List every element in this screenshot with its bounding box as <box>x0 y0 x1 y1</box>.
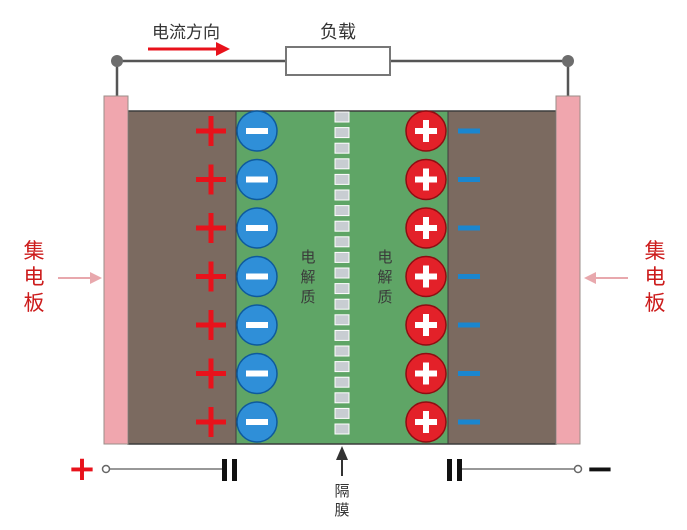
separator-segment <box>334 142 350 154</box>
separator-pointer <box>336 446 348 476</box>
electrode-positive-charge <box>196 116 226 146</box>
separator-label: 隔 膜 <box>334 482 349 519</box>
electrode-positive-charge <box>196 213 226 243</box>
collector-label-left: 集 电 板 <box>24 239 45 315</box>
svg-text:解: 解 <box>377 268 392 286</box>
separator-segment <box>334 205 350 217</box>
collector-plate-left <box>103 95 129 445</box>
cation-charge <box>405 207 447 249</box>
separator-segment <box>334 189 350 201</box>
electrode-negative-charge <box>458 177 480 182</box>
electrode-positive-charge <box>196 164 226 195</box>
svg-text:隔: 隔 <box>334 482 349 500</box>
separator-segment <box>334 127 350 139</box>
separator-segment <box>334 423 350 435</box>
wire-node-left <box>111 55 123 67</box>
electrode-negative-charge <box>458 371 480 376</box>
svg-text:质: 质 <box>377 288 392 306</box>
svg-text:解: 解 <box>300 268 315 286</box>
anion-charge <box>236 158 278 201</box>
collector-label-right: 集 电 板 <box>645 239 666 315</box>
cation-charge <box>405 158 447 201</box>
load-label: 负载 <box>320 22 356 43</box>
capacitor-symbol-left <box>222 459 227 481</box>
electrode-positive-charge <box>196 261 226 292</box>
separator-segment <box>334 283 350 295</box>
svg-text:−: − <box>586 449 615 489</box>
svg-text:质: 质 <box>300 288 315 306</box>
separator-segment <box>334 236 350 248</box>
svg-text:膜: 膜 <box>334 501 349 519</box>
electrode-negative-charge <box>458 419 480 425</box>
terminal-positive: + <box>68 449 237 489</box>
svg-text:板: 板 <box>24 291 45 315</box>
load-resistor <box>285 46 391 76</box>
anion-charge <box>236 255 278 298</box>
capacitor-symbol-right <box>447 459 452 481</box>
anion-charge <box>236 110 278 152</box>
separator-segment <box>334 298 350 310</box>
svg-text:集: 集 <box>645 239 666 263</box>
electrode-positive-charge <box>196 407 226 437</box>
separator-segment <box>334 407 350 419</box>
electrode-negative-charge <box>458 274 480 279</box>
cell-body <box>103 95 581 445</box>
separator-segment <box>334 361 350 373</box>
cation-layer <box>405 110 447 443</box>
electrode-positive-charge <box>196 358 226 389</box>
collector-arrow-right <box>584 272 628 284</box>
separator-segment <box>334 329 350 341</box>
electrolyte-label-right: 电 解 质 <box>377 248 392 306</box>
electrolyte-label-left: 电 解 质 <box>300 248 315 306</box>
separator-segment <box>334 267 350 279</box>
cation-charge <box>405 352 447 395</box>
svg-text:电: 电 <box>24 265 45 289</box>
anion-charge <box>236 207 278 249</box>
anion-charge <box>236 304 278 346</box>
current-direction-label: 电流方向 <box>152 23 220 43</box>
separator-segment <box>334 314 350 326</box>
separator-segment <box>334 345 350 357</box>
current-direction-arrow <box>148 42 230 56</box>
anion-layer <box>236 110 278 443</box>
collector-arrow-left <box>58 272 102 284</box>
electrode-negative-charge <box>458 322 480 328</box>
separator-segment <box>334 392 350 404</box>
svg-text:电: 电 <box>645 265 666 289</box>
electrode-positive-charge <box>196 310 226 340</box>
svg-text:板: 板 <box>645 291 666 315</box>
cation-charge <box>405 110 447 152</box>
separator-segment <box>334 220 350 232</box>
left-electrode-positive-charges <box>196 116 226 437</box>
svg-text:+: + <box>68 449 97 489</box>
separator-segments <box>334 111 350 435</box>
separator-segment <box>334 158 350 170</box>
svg-text:集: 集 <box>24 239 45 263</box>
electrode-negative-charge <box>458 128 480 134</box>
anion-charge <box>236 401 278 443</box>
separator-segment <box>334 173 350 185</box>
collector-plate-right <box>555 95 581 445</box>
anion-charge <box>236 352 278 395</box>
separator-segment <box>334 111 350 123</box>
external-circuit: 负载 电流方向 <box>111 22 574 96</box>
wire-node-right <box>562 55 574 67</box>
terminal-negative: − <box>447 449 614 489</box>
right-electrode-negative-charges <box>458 128 480 425</box>
svg-text:电: 电 <box>377 248 392 266</box>
cation-charge <box>405 401 447 443</box>
cation-charge <box>405 255 447 298</box>
electrode-negative-charge <box>458 225 480 231</box>
separator-segment <box>334 251 350 263</box>
svg-text:电: 电 <box>300 248 315 266</box>
cation-charge <box>405 304 447 346</box>
separator-segment <box>334 376 350 388</box>
